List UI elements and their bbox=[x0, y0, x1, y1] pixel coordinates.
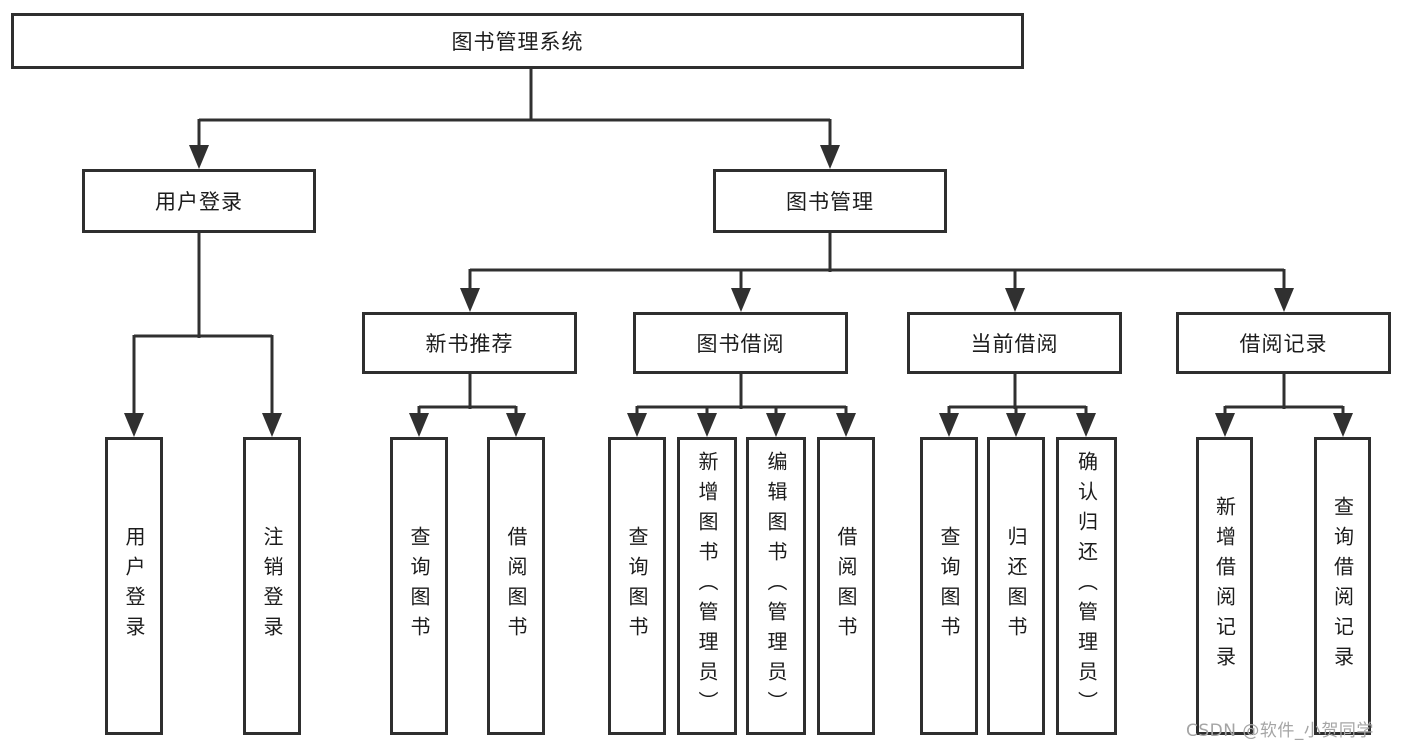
leaf-nb-query-books-label: 查询图书 bbox=[407, 526, 431, 646]
leaf-cb-confirm-return-admin: 确认归还（管理员） bbox=[1056, 437, 1117, 735]
leaf-nb-borrow-books: 借阅图书 bbox=[487, 437, 545, 735]
node-current-borrow: 当前借阅 bbox=[907, 312, 1122, 374]
leaf-bb-add-book-admin-label: 新增图书（管理员） bbox=[695, 451, 719, 721]
leaf-bb-borrow-books: 借阅图书 bbox=[817, 437, 875, 735]
node-book-management-label: 图书管理 bbox=[786, 190, 874, 214]
leaf-cb-query-books-label: 查询图书 bbox=[937, 526, 961, 646]
leaf-bb-query-books-label: 查询图书 bbox=[625, 526, 649, 646]
node-book-borrow-label: 图书借阅 bbox=[696, 332, 785, 356]
node-root-label: 图书管理系统 bbox=[451, 30, 584, 54]
leaf-logout-label: 注销登录 bbox=[260, 526, 284, 646]
leaf-bb-query-books: 查询图书 bbox=[608, 437, 666, 735]
node-current-borrow-label: 当前借阅 bbox=[970, 332, 1059, 356]
node-user-login: 用户登录 bbox=[82, 169, 316, 233]
node-borrow-records: 借阅记录 bbox=[1176, 312, 1391, 374]
node-root: 图书管理系统 bbox=[11, 13, 1024, 69]
leaf-rec-query-record: 查询借阅记录 bbox=[1314, 437, 1371, 735]
leaf-bb-borrow-books-label: 借阅图书 bbox=[834, 526, 858, 646]
node-book-management: 图书管理 bbox=[713, 169, 947, 233]
leaf-cb-confirm-return-admin-label: 确认归还（管理员） bbox=[1074, 451, 1099, 721]
leaf-cb-return-books-label: 归还图书 bbox=[1004, 526, 1028, 646]
leaf-rec-query-record-label: 查询借阅记录 bbox=[1330, 496, 1355, 676]
leaf-cb-return-books: 归还图书 bbox=[987, 437, 1045, 735]
leaf-nb-query-books: 查询图书 bbox=[390, 437, 448, 735]
leaf-bb-edit-book-admin-label: 编辑图书（管理员） bbox=[764, 451, 788, 721]
node-user-login-label: 用户登录 bbox=[155, 190, 243, 214]
leaf-bb-add-book-admin: 新增图书（管理员） bbox=[677, 437, 737, 735]
node-new-book-recommend-label: 新书推荐 bbox=[425, 332, 514, 356]
node-new-book-recommend: 新书推荐 bbox=[362, 312, 577, 374]
leaf-user-login: 用户登录 bbox=[105, 437, 163, 735]
leaf-rec-add-record-label: 新增借阅记录 bbox=[1212, 496, 1237, 676]
leaf-rec-add-record: 新增借阅记录 bbox=[1196, 437, 1253, 735]
leaf-user-login-label: 用户登录 bbox=[122, 526, 146, 646]
leaf-cb-query-books: 查询图书 bbox=[920, 437, 978, 735]
leaf-bb-edit-book-admin: 编辑图书（管理员） bbox=[746, 437, 806, 735]
leaf-logout: 注销登录 bbox=[243, 437, 301, 735]
node-borrow-records-label: 借阅记录 bbox=[1239, 332, 1328, 356]
watermark-text: CSDN @软件_小贺同学 bbox=[1186, 721, 1374, 741]
node-book-borrow: 图书借阅 bbox=[633, 312, 848, 374]
leaf-nb-borrow-books-label: 借阅图书 bbox=[504, 526, 528, 646]
